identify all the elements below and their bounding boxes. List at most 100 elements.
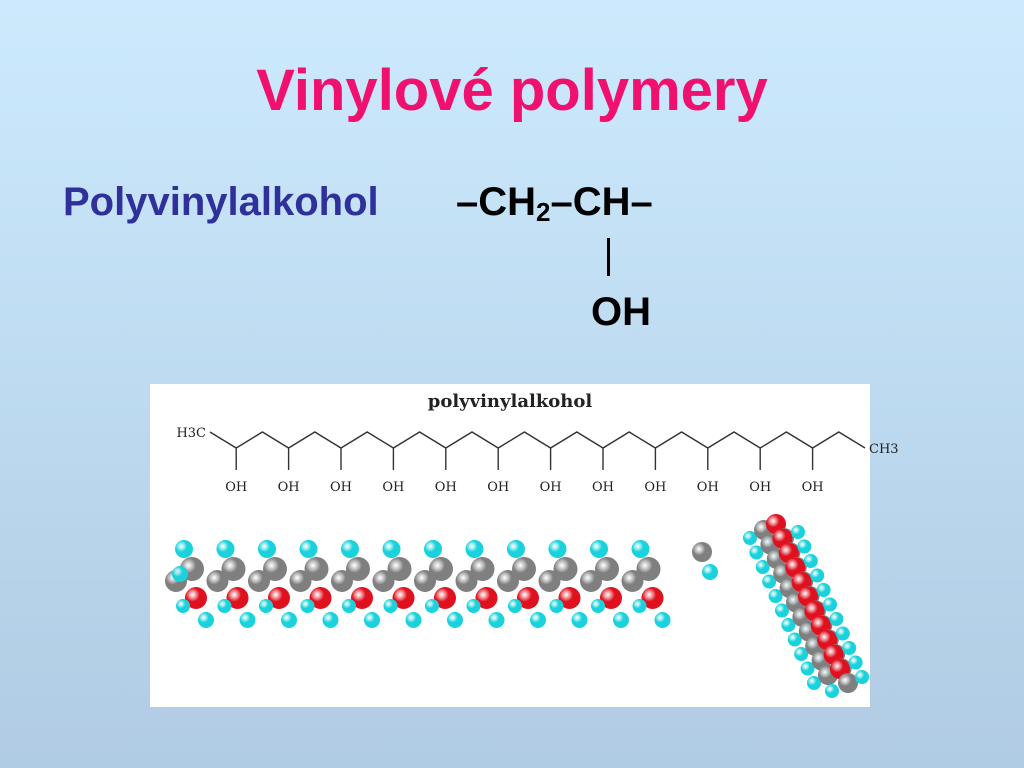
- hydrogen-atom: [508, 599, 522, 613]
- hydrogen-atom: [548, 540, 567, 558]
- hydrogen-atom: [768, 589, 783, 603]
- hydrogen-atom: [216, 540, 235, 558]
- carbon-atom: [248, 570, 270, 592]
- hydrogen-atom: [775, 603, 789, 618]
- oxygen-atom: [434, 587, 456, 609]
- hydrogen-atom: [842, 641, 857, 655]
- hydrogen-atom: [176, 599, 190, 613]
- hydrogen-atom: [803, 554, 818, 568]
- carbon-atom: [512, 557, 536, 581]
- hydrogen-atom: [787, 632, 802, 647]
- formula-bond-line: [607, 238, 610, 276]
- oh-label: OH: [278, 480, 300, 495]
- end-group-left: H3C: [176, 426, 206, 441]
- hydrogen-atom: [424, 540, 442, 558]
- hydrogen-atom: [835, 626, 850, 641]
- oh-label: OH: [330, 480, 352, 495]
- carbon-atom: [263, 557, 287, 581]
- hydrogen-atom: [507, 540, 525, 558]
- hydrogen-atom: [488, 612, 505, 628]
- oxygen-atom: [309, 587, 332, 609]
- formula-ch2: –CH: [456, 180, 537, 224]
- carbon-atom: [455, 570, 478, 592]
- oxygen-atom: [226, 587, 249, 609]
- hydrogen-atom: [749, 545, 764, 560]
- hydrogen-atom: [829, 612, 844, 626]
- oxygen-atom: [641, 587, 664, 609]
- hydrogen-atom: [259, 599, 273, 613]
- hydrogen-atom: [530, 612, 546, 628]
- carbon-atom: [636, 557, 661, 581]
- space-filling-models: [165, 514, 869, 698]
- hydrogen-atom: [239, 612, 256, 628]
- oh-label: OH: [382, 480, 404, 495]
- carbon-atom: [331, 570, 353, 592]
- hydrogen-atom: [217, 599, 232, 613]
- hydrogen-atom: [425, 599, 439, 613]
- hydrogen-atom: [755, 560, 770, 574]
- hydrogen-atom: [175, 540, 193, 558]
- carbon-atom: [621, 570, 644, 592]
- hydrogen-atom: [549, 599, 564, 613]
- hydrogen-atom: [383, 599, 398, 613]
- carbon-atom: [538, 570, 561, 592]
- hydrogen-atom: [794, 647, 809, 661]
- hydrogen-atom: [172, 566, 188, 582]
- hydrogen-atom: [825, 684, 839, 698]
- oh-label: OH: [540, 480, 562, 495]
- figure-title: polyvinylalkohol: [427, 391, 593, 412]
- carbon-atom: [372, 570, 395, 592]
- formula-ch: –CH–: [550, 180, 653, 224]
- carbon-atom: [387, 557, 412, 581]
- slide-title: Vinylové polymery: [256, 58, 768, 123]
- backbone-chain: [209, 431, 866, 449]
- oh-label: OH: [225, 480, 247, 495]
- oh-label: OH: [697, 480, 719, 495]
- hydrogen-atom: [198, 612, 214, 628]
- oh-label: OH: [644, 480, 666, 495]
- hydrogen-atom: [654, 612, 671, 628]
- oh-label: OH: [749, 480, 771, 495]
- oh-label: OH: [802, 480, 824, 495]
- carbon-atom: [304, 557, 329, 581]
- carbon-atom: [206, 570, 229, 592]
- hydrogen-atom: [791, 525, 805, 539]
- hydrogen-atom: [823, 597, 837, 612]
- oh-label: OH: [487, 480, 509, 495]
- hydrogen-atom: [405, 612, 422, 628]
- carbon-atom: [470, 557, 495, 581]
- formula-subscript: 2: [536, 197, 551, 227]
- hydrogen-atom: [281, 612, 297, 628]
- hydrogen-atom: [743, 531, 757, 545]
- oxygen-atom: [475, 587, 498, 609]
- oxygen-atom: [268, 587, 290, 609]
- formula-oh-group: OH: [591, 290, 651, 334]
- hydrogen-atom: [590, 540, 608, 558]
- carbon-atom: [497, 570, 519, 592]
- hydrogen-atom: [322, 612, 339, 628]
- carbon-atom: [838, 673, 858, 693]
- carbon-atom: [429, 557, 453, 581]
- oh-label: OH: [435, 480, 457, 495]
- oxygen-atom: [517, 587, 539, 609]
- carbon-atom: [289, 570, 312, 592]
- oxygen-atom: [351, 587, 373, 609]
- hydrogen-atom: [702, 564, 718, 580]
- hydrogen-atom: [613, 612, 629, 628]
- hydrogen-atom: [341, 540, 359, 558]
- hydrogen-atom: [810, 568, 825, 583]
- hydrogen-atom: [299, 540, 318, 558]
- oxygen-atom: [392, 587, 415, 609]
- hydrogen-atom: [632, 599, 647, 613]
- oxygen-atom: [558, 587, 581, 609]
- hydrogen-atom: [342, 599, 356, 613]
- carbon-atom: [692, 542, 712, 562]
- hydrogen-atom: [800, 661, 815, 676]
- hydrogen-atom: [364, 612, 380, 628]
- hydrogen-atom: [258, 540, 276, 558]
- carbon-atom: [553, 557, 578, 581]
- hydrogen-atom: [465, 540, 484, 558]
- oxygen-atom: [600, 587, 622, 609]
- hydrogen-atom: [466, 599, 481, 613]
